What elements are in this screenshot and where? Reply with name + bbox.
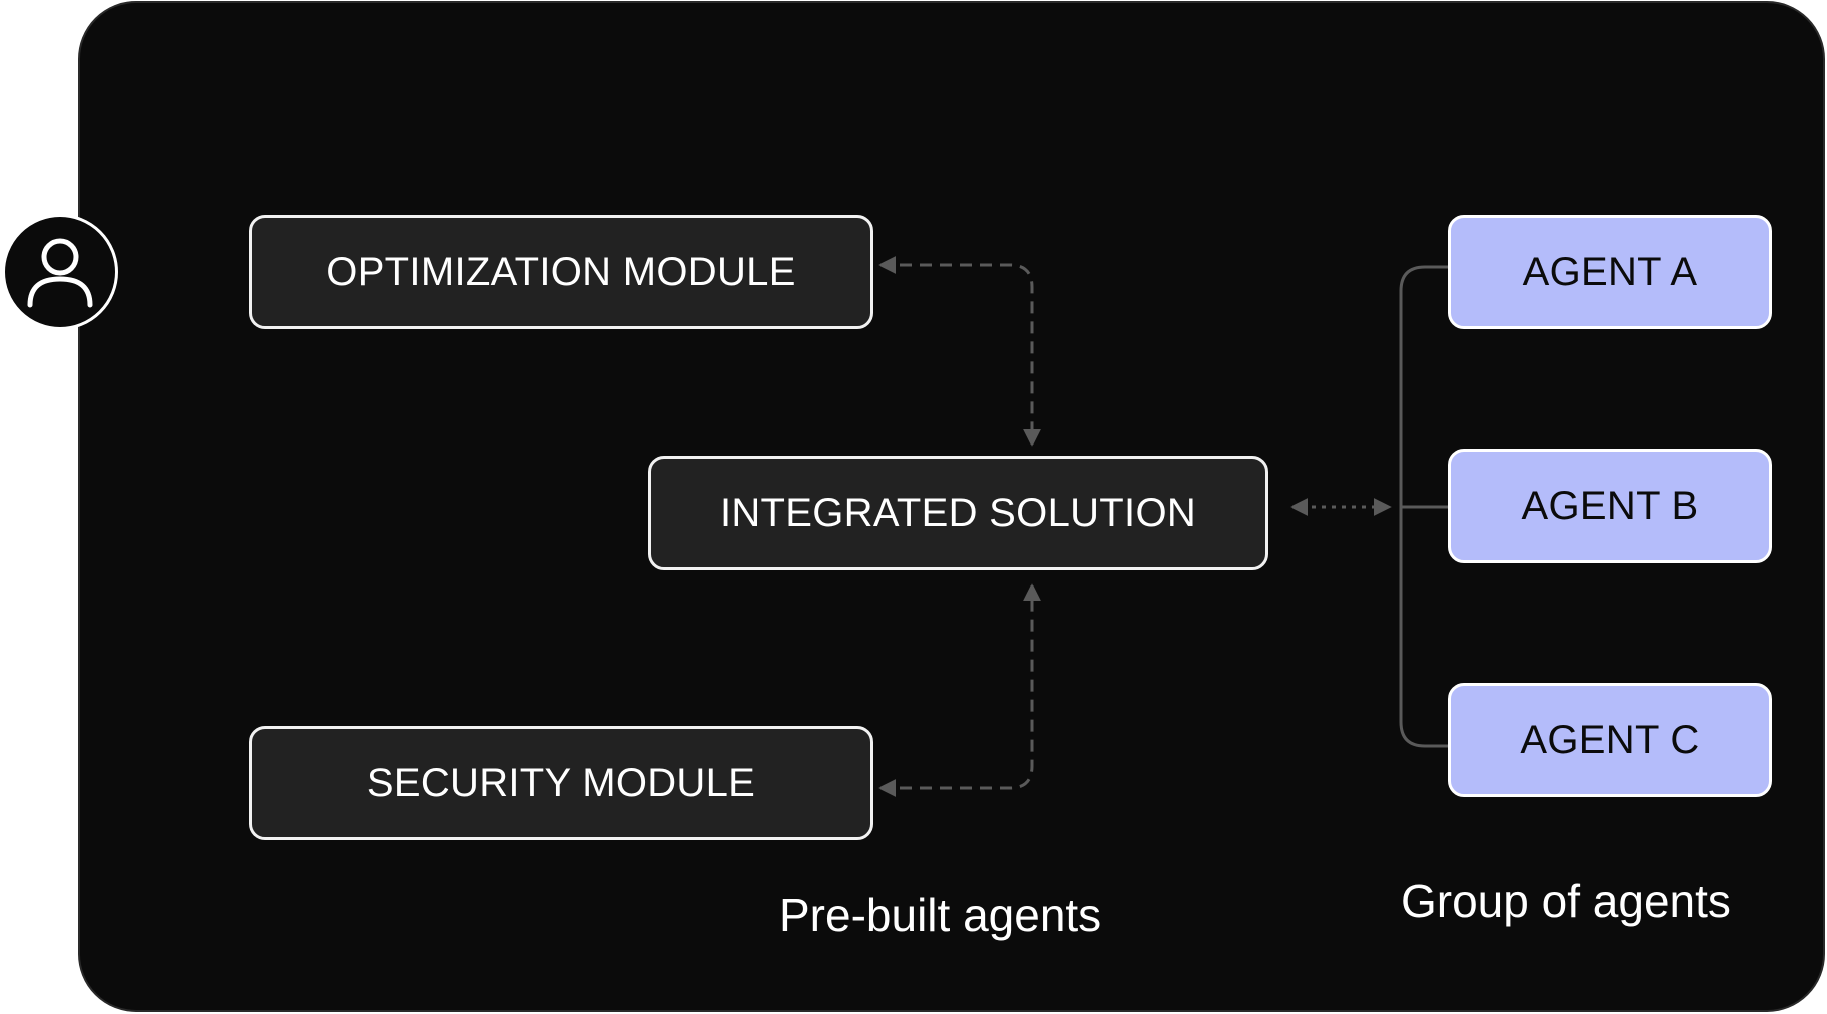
integrated-solution-label: INTEGRATED SOLUTION (719, 490, 1197, 535)
agent-a-box: AGENT A (1448, 215, 1772, 329)
agent-b-box: AGENT B (1448, 449, 1772, 563)
user-icon (27, 238, 93, 308)
optimization-module-label: OPTIMIZATION MODULE (326, 249, 796, 294)
integrated-solution-box: INTEGRATED SOLUTION (648, 456, 1268, 570)
agent-c-box: AGENT C (1448, 683, 1772, 797)
agent-b-label: AGENT B (1521, 483, 1699, 528)
agent-a-label: AGENT A (1522, 249, 1698, 294)
connector-optimization-integrated (878, 256, 1041, 447)
agent-c-label: AGENT C (1520, 717, 1700, 762)
connector-security-integrated (878, 583, 1041, 797)
prebuilt-agents-caption: Pre-built agents (779, 889, 1102, 941)
security-module-box: SECURITY MODULE (249, 726, 873, 840)
user-avatar (2, 214, 118, 330)
optimization-module-box: OPTIMIZATION MODULE (249, 215, 873, 329)
group-of-agents-caption: Group of agents (1401, 875, 1731, 927)
security-module-label: SECURITY MODULE (366, 760, 756, 805)
